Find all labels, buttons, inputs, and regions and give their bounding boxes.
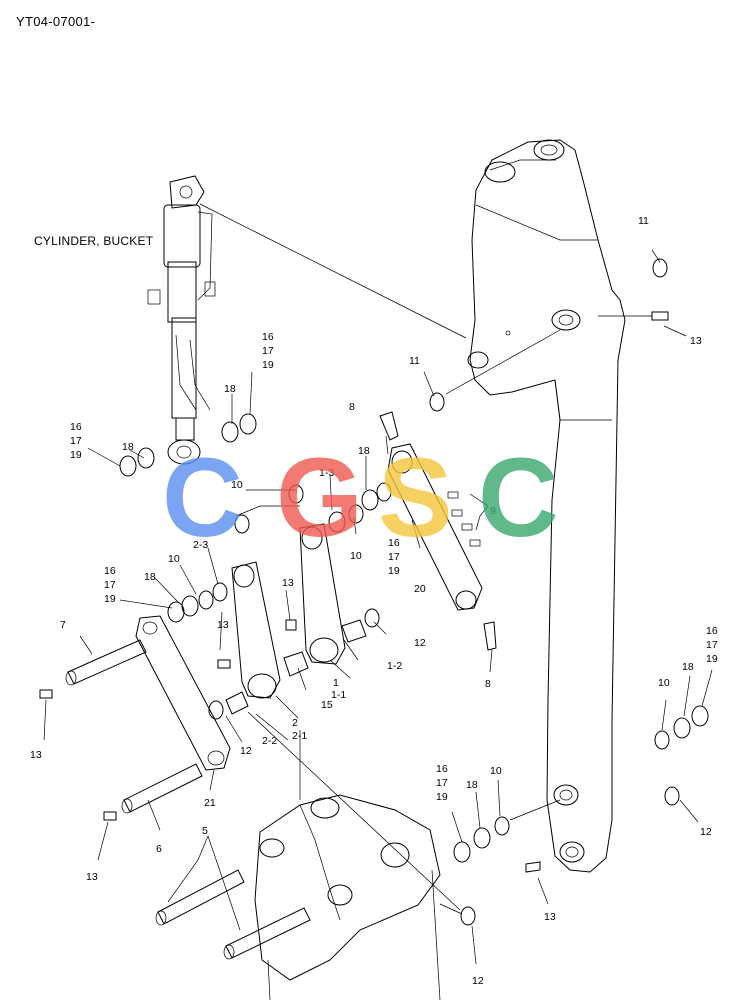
assembly-label: CYLINDER, BUCKET	[34, 234, 154, 248]
washers	[39, 258, 709, 926]
link-1	[299, 523, 346, 665]
callout-group-6: 16 17 19	[436, 763, 448, 803]
svg-text:17: 17	[388, 551, 400, 563]
svg-text:17: 17	[104, 579, 116, 591]
callout-11b: 11	[409, 355, 420, 367]
callout-10e: 10	[490, 765, 502, 777]
callout-2: 2	[292, 717, 298, 729]
callout-18f: 18	[466, 779, 478, 791]
callout-15: 15	[321, 699, 333, 711]
pin-7	[67, 639, 147, 685]
callout-10d: 10	[658, 677, 670, 689]
arm	[467, 139, 626, 873]
svg-text:16: 16	[436, 763, 448, 775]
watermark-letter-3: S	[378, 435, 453, 560]
callout-5: 5	[202, 825, 208, 837]
bucket-cylinder	[147, 175, 216, 465]
callout-1-3: 1-3	[319, 467, 334, 479]
callout-18a: 18	[224, 383, 236, 395]
callout-12a: 12	[414, 637, 426, 649]
link-2	[231, 561, 281, 699]
callout-13d: 13	[30, 749, 42, 761]
svg-text:17: 17	[262, 345, 274, 357]
callout-1: 1	[333, 677, 339, 689]
callout-10c: 10	[168, 553, 180, 565]
callout-13c: 13	[217, 619, 229, 631]
callout-10a: 10	[231, 479, 243, 491]
callouts: 1 1-1 1-2 1-3 2 2-1 2-2 2-3 5 6 7 8 8 9 …	[30, 215, 718, 987]
callout-8b: 8	[485, 678, 491, 690]
callout-18b: 18	[122, 441, 134, 453]
callout-20: 20	[414, 583, 426, 595]
callout-group-3: 16 17 19	[104, 565, 116, 605]
callout-group-2: 16 17 19	[70, 421, 82, 461]
watermark-letter-2: G	[276, 435, 363, 560]
callout-6: 6	[156, 843, 162, 855]
svg-text:19: 19	[262, 359, 274, 371]
callout-2-3: 2-3	[193, 539, 208, 551]
watermark: C G S C	[162, 435, 559, 560]
callout-8a: 8	[349, 401, 355, 413]
svg-text:19: 19	[388, 565, 400, 577]
svg-text:17: 17	[70, 435, 82, 447]
callout-9: 9	[490, 505, 496, 517]
svg-text:19: 19	[104, 593, 116, 605]
link-20	[387, 443, 483, 611]
callout-18e: 18	[682, 661, 694, 673]
svg-text:16: 16	[262, 331, 274, 343]
svg-text:16: 16	[388, 537, 400, 549]
svg-text:16: 16	[706, 625, 718, 637]
pins	[65, 639, 311, 960]
callout-2-1: 2-1	[292, 730, 307, 742]
callout-12d: 12	[472, 975, 484, 987]
pin-5b	[225, 907, 311, 959]
svg-text:19: 19	[706, 653, 718, 665]
leader-lines	[43, 203, 713, 965]
callout-13b: 13	[282, 577, 294, 589]
callout-7: 7	[60, 619, 66, 631]
callout-1-1: 1-1	[331, 689, 346, 701]
callout-21: 21	[204, 797, 216, 809]
callout-18d: 18	[144, 571, 156, 583]
callout-11a: 11	[638, 215, 649, 227]
svg-text:19: 19	[70, 449, 82, 461]
callout-13e: 13	[86, 871, 98, 883]
callout-1-2: 1-2	[387, 660, 402, 672]
svg-text:16: 16	[104, 565, 116, 577]
svg-text:16: 16	[70, 421, 82, 433]
diagram-code: YT04-07001-	[16, 14, 96, 29]
pin-6	[123, 763, 203, 813]
callout-18c: 18	[358, 445, 370, 457]
watermark-letter-1: C	[162, 435, 243, 560]
pin-5a	[157, 869, 245, 925]
callout-10b: 10	[350, 550, 362, 562]
callout-group-1: 16 17 19	[262, 331, 274, 371]
callout-13a: 13	[690, 335, 702, 347]
svg-text:17: 17	[706, 639, 718, 651]
svg-text:19: 19	[436, 791, 448, 803]
callout-2-2: 2-2	[262, 735, 277, 747]
watermark-letter-4: C	[478, 435, 559, 560]
links	[135, 443, 483, 771]
link-21	[135, 615, 231, 771]
callout-12c: 12	[700, 826, 712, 838]
callout-group-5: 16 17 19	[706, 625, 718, 665]
callout-13f: 13	[544, 911, 556, 923]
svg-text:17: 17	[436, 777, 448, 789]
callout-group-4: 16 17 19	[388, 537, 400, 577]
callout-12b: 12	[240, 745, 252, 757]
bucket-bracket	[254, 730, 441, 1000]
